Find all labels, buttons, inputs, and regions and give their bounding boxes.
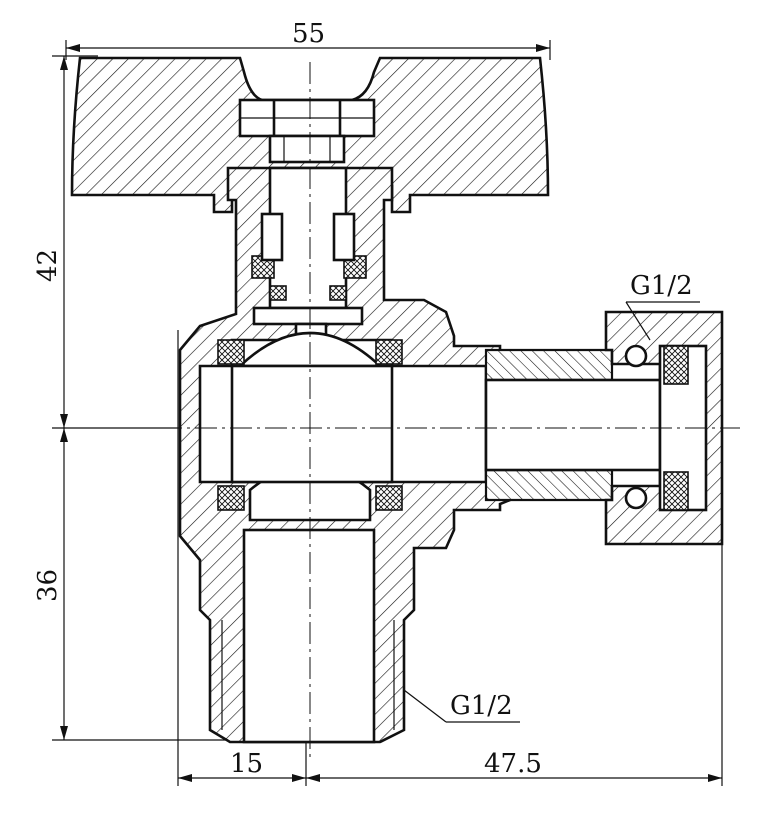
thread-label-outlet: G1/2 <box>630 271 693 301</box>
valve-body <box>178 166 724 744</box>
center-lines <box>160 62 740 760</box>
thread-label-inlet: G1/2 <box>450 691 513 721</box>
dimension-bottom-right: 47.5 <box>484 749 542 779</box>
leader-lines <box>403 301 700 723</box>
dimension-bottom-left: 15 <box>230 749 263 779</box>
dimension-top-width: 55 <box>292 19 325 49</box>
dimension-lines <box>52 40 723 786</box>
dimension-upper-height: 42 <box>33 249 63 282</box>
dimension-lower-height: 36 <box>33 569 63 602</box>
